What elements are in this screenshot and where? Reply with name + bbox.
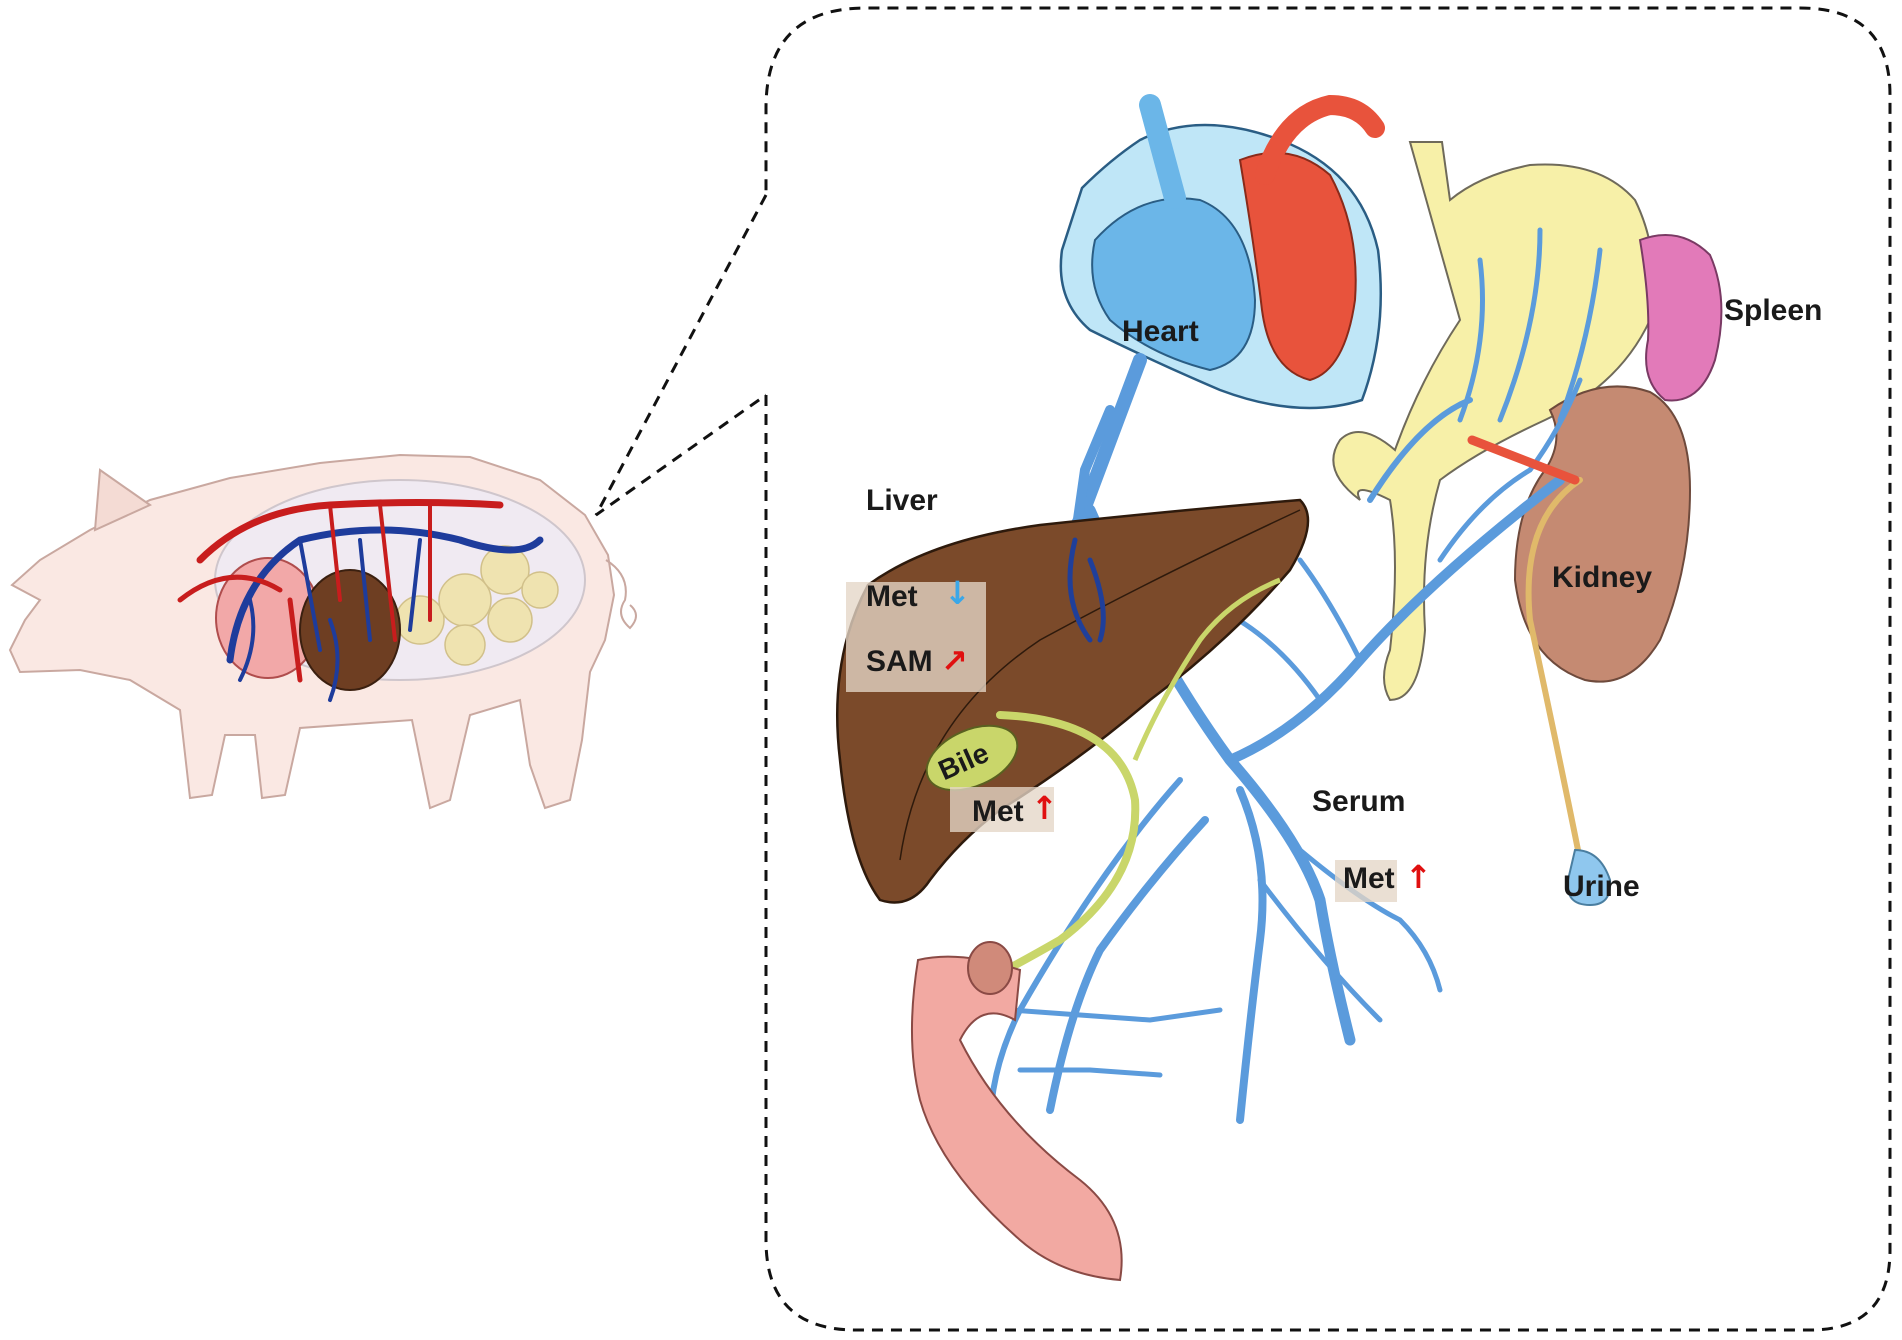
- liver-met-highlight: [846, 582, 986, 692]
- heart-organ: [1059, 94, 1385, 410]
- vena-cava: [1139, 94, 1186, 209]
- urine-label: Urine: [1563, 870, 1640, 903]
- liver-lobe-line: [899, 509, 1301, 861]
- callout-pointer: [594, 194, 768, 517]
- liver-met-text: Met: [866, 580, 918, 613]
- gallbladder: [925, 724, 1019, 792]
- liver-label: Liver: [866, 484, 938, 517]
- up-arrow-icon: ↑: [1405, 858, 1432, 896]
- renal-artery: [1467, 435, 1580, 485]
- pig-intestines: [395, 545, 559, 666]
- pig-ear: [93, 468, 153, 532]
- pig-tail: [605, 559, 637, 630]
- gut-loop: [1332, 141, 1655, 702]
- aortic-arch: [1255, 94, 1385, 185]
- bladder: [1566, 848, 1612, 907]
- serum-met-highlight: [1335, 860, 1397, 902]
- intestine-opening: [967, 941, 1013, 995]
- intestine: [911, 955, 1123, 1282]
- heart-left-chamber: [1238, 151, 1357, 382]
- ureter: [1525, 477, 1583, 863]
- bile-met-highlight: [950, 787, 1054, 832]
- up-arrow-icon: ↑: [1031, 789, 1058, 827]
- bile-duct-branches: [1132, 577, 1281, 761]
- pig-liver: [299, 569, 401, 691]
- dashed-callout: [594, 6, 1892, 1332]
- spleen: [1638, 234, 1723, 402]
- down-arrow-icon: ↓: [944, 574, 971, 612]
- pig-blood-vessels: [177, 499, 544, 702]
- hepatic-veins: [1067, 537, 1106, 643]
- bile-met-text: Met: [972, 795, 1024, 828]
- serum-label: Serum: [1312, 785, 1406, 818]
- spleen-label: Spleen: [1724, 294, 1823, 327]
- heart-label: Heart: [1122, 315, 1199, 348]
- liver-sam-text: SAM: [866, 645, 933, 678]
- kidney-label: Kidney: [1552, 561, 1653, 594]
- up-right-arrow-icon: ↗: [941, 642, 968, 680]
- serum-met-text: Met: [1343, 862, 1395, 895]
- pig-illustration: [8, 453, 637, 810]
- kidney: [1513, 385, 1692, 683]
